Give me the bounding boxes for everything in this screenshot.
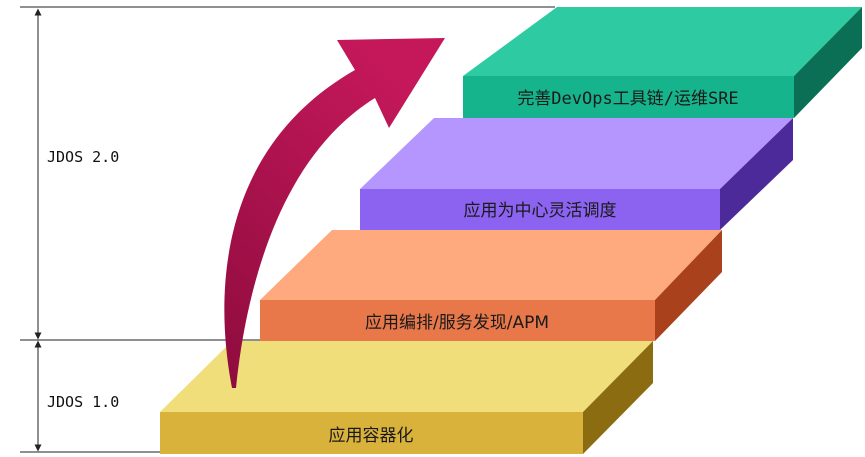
step-2-front-face	[260, 300, 655, 341]
phase-guides: JDOS 2.0 JDOS 1.0	[20, 6, 555, 453]
step-3-top-face	[360, 118, 793, 189]
phase-label-jdos-2: JDOS 2.0	[47, 148, 119, 166]
step-2-side-face	[655, 230, 722, 341]
step-app-containerization: 应用容器化	[160, 341, 653, 454]
step-4-front-face	[463, 76, 794, 118]
step-2-label: 应用编排/服务发现/APM	[365, 313, 549, 333]
step-devops-sre: 完善DevOps工具链/运维SRE	[463, 7, 862, 118]
step-app-centric-scheduling: 应用为中心灵活调度	[360, 118, 793, 230]
step-4-top-face	[463, 7, 862, 76]
step-3-side-face	[720, 118, 793, 230]
step-1-front-face	[160, 412, 583, 454]
step-2-top-face	[260, 230, 722, 300]
step-1-label: 应用容器化	[329, 426, 414, 446]
step-4-label: 完善DevOps工具链/运维SRE	[517, 89, 738, 109]
step-3-front-face	[360, 189, 720, 230]
step-1-side-face	[583, 341, 653, 454]
step-4-side-face	[794, 7, 862, 118]
step-orchestration-discovery-apm: 应用编排/服务发现/APM	[260, 230, 722, 341]
step-1-top-face	[160, 341, 653, 412]
growth-arrow	[224, 38, 445, 388]
step-3-label: 应用为中心灵活调度	[464, 201, 617, 221]
phase-label-jdos-1: JDOS 1.0	[47, 393, 119, 411]
